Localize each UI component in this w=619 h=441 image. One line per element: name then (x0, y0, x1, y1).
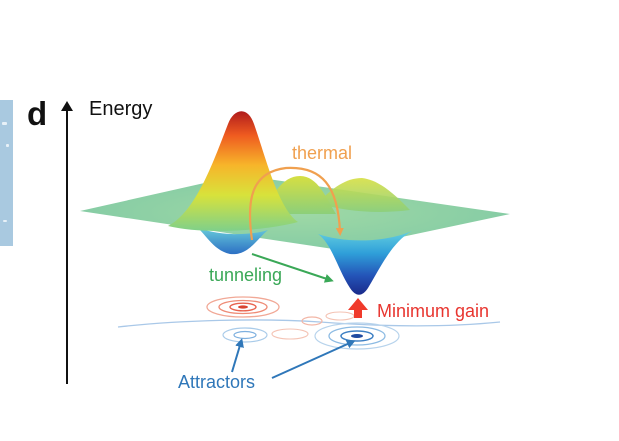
adjacent-panel-edge (0, 100, 13, 246)
thermal-label: thermal (292, 143, 353, 163)
attractor-arrow-right (271, 339, 356, 379)
attractor-well-right (318, 231, 412, 295)
tunneling-arrow (251, 253, 334, 283)
minimum-gain-marker (348, 298, 368, 318)
thermal-arrow (248, 166, 344, 241)
attractor-arrow-left (231, 338, 244, 373)
contour-projection (117, 296, 501, 350)
panel-label: d (27, 95, 48, 132)
attractor-well-left (195, 226, 268, 255)
attractors-label: Attractors (178, 372, 256, 392)
tunneling-label: tunneling (209, 265, 283, 285)
minimum-gain-label: Minimum gain (377, 301, 490, 321)
barrier-bump-right (318, 178, 410, 212)
energy-axis-label: Energy (89, 98, 153, 120)
energy-peak (168, 111, 298, 231)
